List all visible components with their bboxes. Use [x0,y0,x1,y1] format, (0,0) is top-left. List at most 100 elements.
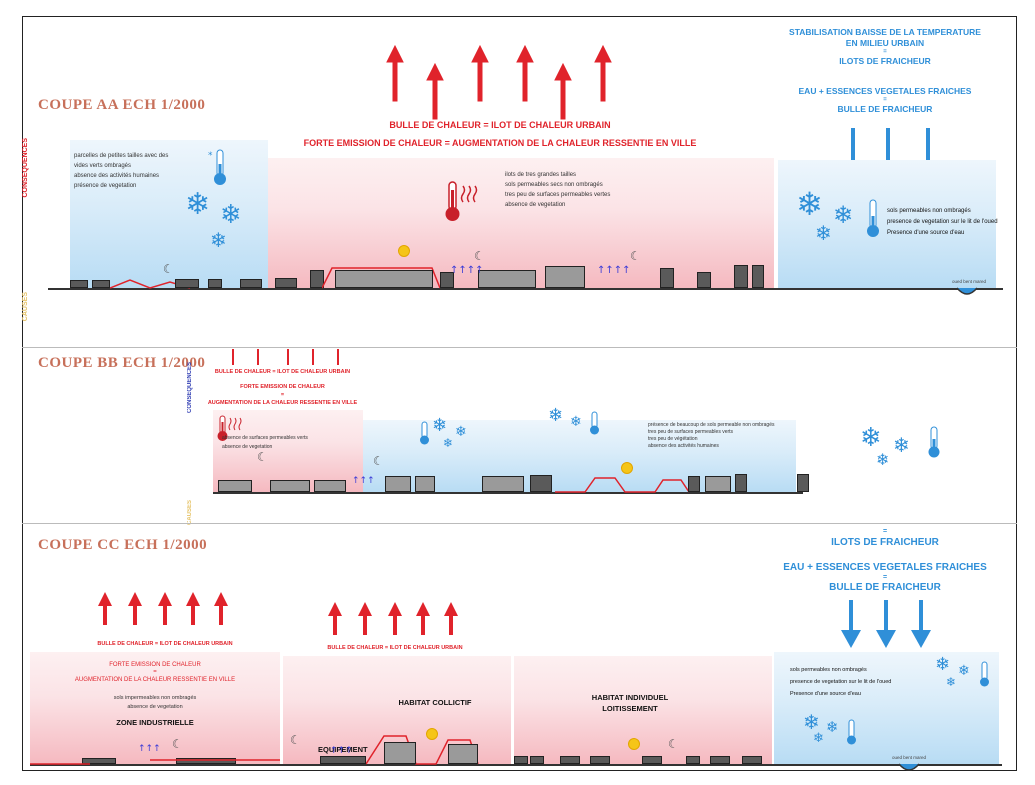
snowflake-icon: ❄ [813,731,824,746]
aa-oued-label: oued bent mared [952,279,987,284]
aa-bulle-label: BULLE DE CHALEUR = ILOT DE CHALEUR URBAI… [389,120,611,130]
cc-right-text: sols permeables non ombragés presence de… [790,664,940,700]
bb-building [705,476,731,492]
cc-building [82,758,116,764]
aa-red-section-line [322,267,441,289]
cc-habitat-indiv-line2: LOITISSEMENT [602,704,658,713]
bb-building [314,480,346,492]
cc-building [560,756,580,764]
moon-icon: ☾ [163,262,174,276]
aa-right-line1: sols permeables non ombragés [887,208,971,214]
aa-stab-line1: STABILISATION BAISSE DE LA TEMPERATURE [789,27,981,37]
aa-building [697,272,711,288]
bb-right-line2: tres peu de surfaces permeables verts [648,429,734,435]
snowflake-icon: ❄ [860,423,882,453]
snowflake-icon: ❄ [826,718,839,736]
bb-causes-label: CAUSES [187,500,193,526]
snowflake-icon: ❄ [876,450,890,469]
aa-building-commercial [335,270,433,288]
aa-left-line2: vides verts ombragés [74,163,132,169]
aa-stab-line3: ILOTS DE FRAICHEUR [839,56,931,66]
heat-rays-icon: ↑↑↑↑ [597,265,631,276]
aa-causes-label: CAUSES [22,292,29,322]
cool-arrows-cc [841,600,931,648]
section-bb-title: COUPE BB ECH 1/2000 [38,355,206,371]
cc-bulle-label-left: BULLE DE CHALEUR = ILOT DE CHALEUR URBAI… [97,641,233,647]
moon-icon: ☾ [257,450,268,464]
bb-building [688,476,700,492]
cc-sols-line2: absence de vegetation [127,704,183,710]
cc-bulle-label-mid: BULLE DE CHALEUR = ILOT DE CHALEUR URBAI… [327,645,463,651]
cc-ilots-block: = ILOTS DE FRAICHEUR [760,528,1010,549]
sun-icon [398,245,410,257]
aa-mid-line4: absence de vegetation [505,202,566,208]
snowflake-icon: ❄ [210,228,227,252]
oued-icon [898,763,920,771]
cc-forte-eq: = [153,669,157,675]
aa-eau-line: EAU + ESSENCES VEGETALES FRAICHES [798,86,972,96]
cc-building [514,756,528,764]
hot-thermometer-icon [445,181,478,221]
moon-icon: ☾ [630,249,641,263]
snowflake-icon: ❄ [443,436,454,450]
moon-icon: ☾ [373,454,384,468]
cc-equipement: EQUIPEMENT [318,745,368,754]
aa-stabilisation-block: STABILISATION BAISSE DE LA TEMPERATURE E… [760,27,1010,67]
heat-rays-icon: ↑↑↑ [138,744,161,754]
cc-forte-line1: FORTE EMISSION DE CHALEUR [109,662,201,668]
section-cc-title: COUPE CC ECH 1/2000 [38,537,208,553]
moon-icon: ☾ [172,737,183,751]
aa-building [478,270,536,288]
snowflake-icon: ❄ [455,424,467,440]
hot-thermometer-icon [217,415,242,441]
cc-right-line1: sols permeables non ombragés [790,667,867,673]
cc-building-collective [448,744,478,764]
bb-left-line1: absence de surfaces permeables verts [222,435,308,441]
aa-left-line4: présence de vegetation [74,183,137,189]
snowflake-icon: ❄ [185,187,211,222]
aa-cool-zone-left [70,140,268,288]
sun-icon [621,462,633,474]
cold-thermometer-icon [420,421,429,445]
aa-forte-label: FORTE EMISSION DE CHALEUR = AUGMENTATION… [303,138,697,148]
bb-right-line1: présence de beaucoup de sols permeable n… [648,422,775,428]
cc-right-line2: presence de vegetation sur le lit de l'o… [790,679,892,685]
aa-cool-zone-right [778,160,996,288]
cc-red-section-line [30,759,280,765]
cc-ilots-eq: = [882,528,888,535]
moon-icon: ☾ [474,249,485,263]
aa-mid-line3: tres peu de surfaces permeables vertes [505,192,611,198]
snowflake-icon: ❄ [570,414,582,430]
cold-thermometer-icon [928,426,940,458]
aa-right-line2: presence de vegetation sur le lit de l'o… [887,219,998,225]
snowflake-icon: ❄ [833,201,854,229]
moon-icon: ☾ [668,737,679,751]
bb-forte-block: FORTE EMISSION DE CHALEUR = AUGMENTATION… [200,383,365,407]
bb-forte-line1: FORTE EMISSION DE CHALEUR [240,384,325,390]
oued-icon [956,287,978,295]
cc-eau-line: EAU + ESSENCES VEGETALES FRAICHES [783,562,987,573]
cold-thermometer-icon [590,411,599,435]
cc-red-section-line [366,735,479,765]
bb-building [797,474,809,492]
aa-eau-block: EAU + ESSENCES VEGETALES FRAICHES = BULL… [760,86,1010,115]
cc-ilots-label: ILOTS DE FRAICHEUR [831,537,939,548]
cc-hot-zone-individual [514,656,772,764]
heat-arrows-cc-mid [328,602,458,635]
bb-building [415,476,435,492]
aa-building [660,268,674,288]
heat-arrows-bb [232,349,339,365]
snowflake-icon: ❄ [815,221,832,245]
heat-arrows-cc-left [98,592,228,625]
cc-sols-line1: sols impermeables non ombragés [113,695,197,701]
bb-right-text: présence de beaucoup de sols permeable n… [648,422,808,450]
cc-building [686,756,700,764]
cc-building [742,756,762,764]
bb-bulle-label: BULLE DE CHALEUR = ILOT DE CHALEUR URBAI… [214,369,351,375]
aa-building [752,265,764,288]
aa-hot-zone [268,158,774,288]
aa-consequences-label: CONSEQUENCES [22,138,29,198]
aa-building [92,280,110,288]
bb-ground-line [213,492,803,494]
section-separator [22,347,1017,348]
